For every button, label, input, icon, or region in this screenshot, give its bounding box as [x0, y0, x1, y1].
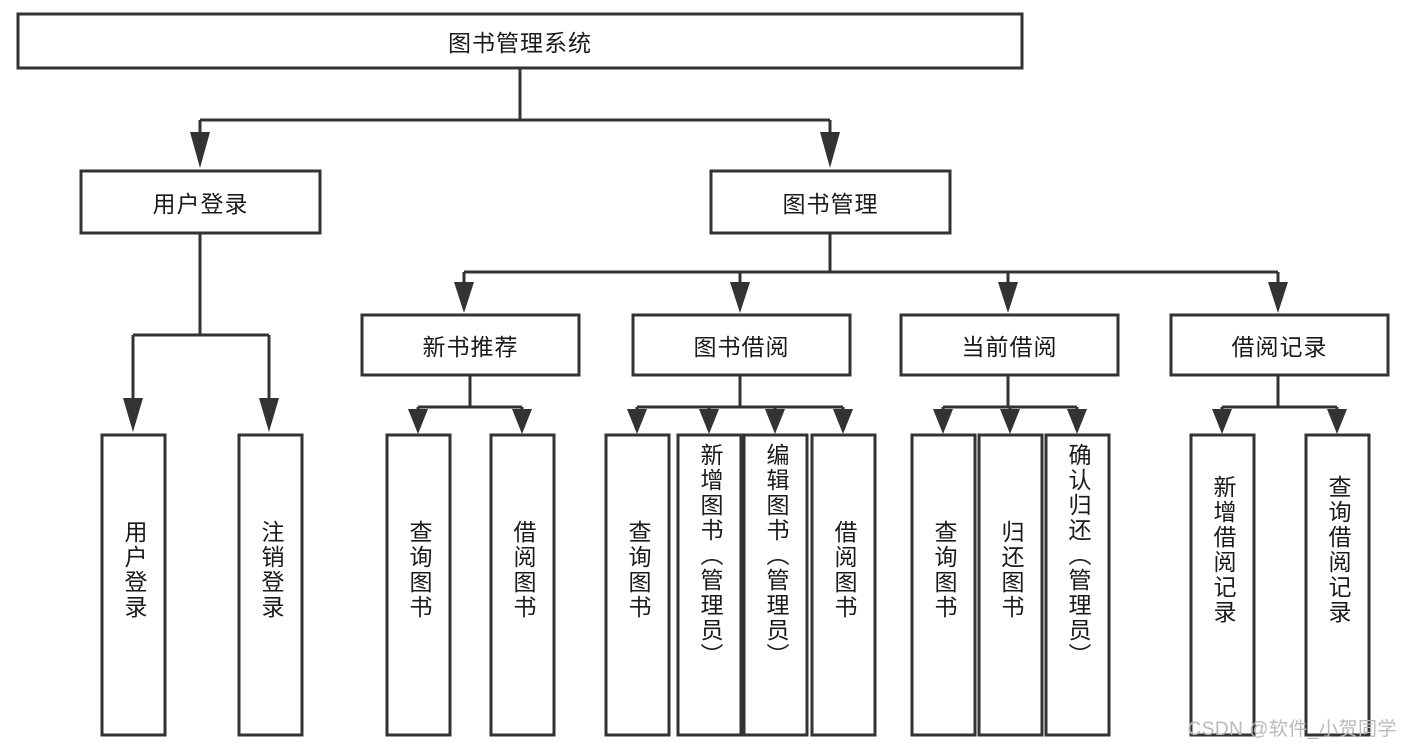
node-leaf-bb-borrow-book[interactable] — [810, 433, 877, 737]
arrow-bb-add-book — [699, 409, 719, 434]
arrow-to-book-manage — [820, 132, 840, 168]
arrow-to-book-borrow — [730, 282, 750, 313]
node-leaf-user-login[interactable] — [100, 433, 167, 737]
node-root[interactable] — [16, 12, 1024, 70]
arrow-nbr-query-book — [408, 409, 428, 434]
node-leaf-bb-add-book[interactable] — [676, 433, 743, 737]
node-leaf-br-query-record[interactable] — [1304, 433, 1371, 737]
arrow-bb-borrow-book — [833, 409, 853, 434]
node-layer — [16, 12, 1390, 737]
node-leaf-br-add-record[interactable] — [1189, 433, 1256, 737]
arrow-bb-edit-book — [765, 409, 785, 434]
arrow-to-leaf-logout — [259, 398, 279, 432]
node-leaf-logout[interactable] — [237, 433, 304, 737]
arrow-br-query-record — [1327, 409, 1347, 434]
node-leaf-cb-query-book[interactable] — [910, 433, 977, 737]
node-leaf-nbr-query-book[interactable] — [385, 433, 452, 737]
connector-layer — [123, 68, 1347, 434]
arrow-to-user-login — [190, 132, 210, 168]
arrow-to-current-borrow — [998, 282, 1018, 313]
node-user-login[interactable] — [79, 169, 322, 235]
node-book-manage[interactable] — [709, 169, 952, 235]
arrow-nbr-borrow-book — [512, 409, 532, 434]
node-leaf-nbr-borrow-book[interactable] — [489, 433, 556, 737]
node-current-borrow[interactable] — [899, 313, 1120, 377]
arrow-cb-confirm-return — [1067, 409, 1087, 434]
watermark-text: CSDN @软件_小贺同学 — [1187, 719, 1397, 740]
node-new-book-recommend[interactable] — [360, 313, 581, 377]
node-leaf-bb-edit-book[interactable] — [742, 433, 809, 737]
node-leaf-cb-return-book[interactable] — [977, 433, 1044, 737]
node-book-borrow[interactable] — [631, 313, 852, 377]
arrow-cb-return-book — [1000, 409, 1020, 434]
arrow-bb-query-book — [627, 409, 647, 434]
arrow-br-add-record — [1212, 409, 1232, 434]
arrow-to-new-book-rec — [454, 282, 474, 313]
node-leaf-cb-confirm-return[interactable] — [1044, 433, 1111, 737]
arrow-to-leaf-user-login — [123, 398, 143, 432]
arrow-to-borrow-record — [1268, 282, 1288, 313]
node-borrow-record[interactable] — [1169, 313, 1390, 377]
node-leaf-bb-query-book[interactable] — [604, 433, 671, 737]
arrow-cb-query-book — [933, 409, 953, 434]
